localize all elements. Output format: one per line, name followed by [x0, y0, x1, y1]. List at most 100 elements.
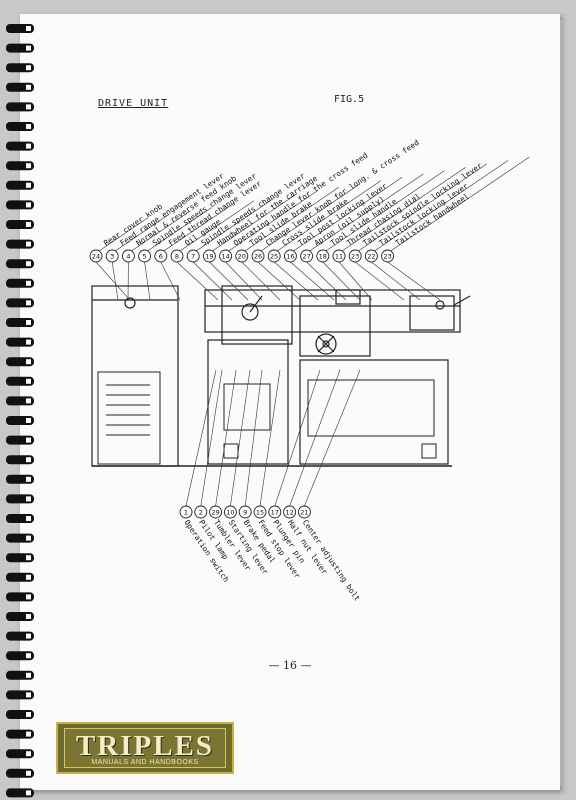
callout-circle — [267, 249, 281, 263]
callout-circle — [253, 505, 267, 519]
callout-number: 27 — [302, 252, 310, 260]
callout-circle — [202, 249, 216, 263]
callout-number: 8 — [175, 252, 179, 260]
binding-hole — [26, 26, 31, 31]
callout-number: 20 — [238, 252, 246, 260]
binding-hole — [26, 614, 31, 619]
binding-hole — [26, 555, 31, 561]
callout-number: 17 — [271, 508, 279, 516]
callout-number: 15 — [256, 508, 264, 516]
rear-cover-knob — [124, 297, 136, 309]
callout-number: 5 — [143, 252, 147, 260]
callout-number: 11 — [335, 252, 343, 260]
callout-circle — [179, 505, 193, 519]
binding-hole — [26, 633, 31, 639]
callout-circle — [219, 249, 233, 263]
binding-hole — [26, 418, 31, 423]
callout-circle — [297, 505, 311, 519]
callout-circle — [154, 249, 168, 263]
callout-number: 29 — [211, 508, 219, 516]
manual-page: DRIVE UNIT FIG.5 — 16 — — [20, 14, 560, 790]
callout-number: 7 — [191, 252, 195, 260]
binding-hole — [26, 45, 31, 51]
page-number: — 16 — — [268, 659, 312, 672]
figure-label: FIG.5 — [334, 94, 365, 105]
binding-hole — [26, 202, 31, 208]
binding-hole — [26, 594, 31, 600]
callout-circle — [251, 249, 265, 263]
callout-circle — [283, 249, 297, 263]
binding-hole — [26, 104, 31, 110]
tool-post — [335, 289, 361, 305]
callout-circle — [238, 505, 252, 519]
binding-hole — [26, 398, 31, 404]
callout-number: 23 — [351, 252, 359, 260]
carriage-handwheel — [315, 333, 337, 355]
binding-hole — [26, 280, 31, 286]
callout-number: 6 — [159, 252, 163, 260]
binding-hole — [26, 124, 31, 129]
callout-number: 22 — [367, 252, 375, 260]
binding-hole — [26, 790, 31, 796]
binding-hole — [26, 653, 31, 659]
spiral-binding — [6, 24, 34, 798]
right-cabinet — [299, 359, 449, 465]
binding-hole — [26, 672, 31, 678]
tailstock — [409, 295, 455, 331]
callout-circle — [223, 505, 237, 519]
callout-number: 3 — [110, 252, 114, 260]
callout-number: 16 — [286, 252, 294, 260]
binding-hole — [26, 731, 31, 737]
binding-hole — [26, 143, 31, 149]
logo-panel: TRIPLES MANUALS AND HANDBOOKS — [64, 728, 226, 768]
lathe-illustration — [91, 285, 471, 467]
callout-number: 10 — [226, 508, 234, 516]
callout-circle — [283, 505, 297, 519]
callout-number: 19 — [205, 252, 213, 260]
binding-hole — [26, 457, 31, 463]
binding-hole — [26, 241, 31, 247]
callout-number: 25 — [270, 252, 278, 260]
triples-logo: TRIPLES MANUALS AND HANDBOOKS — [56, 722, 234, 774]
callout-circle — [364, 249, 378, 263]
carriage-apron — [299, 295, 371, 357]
logo-tagline: MANUALS AND HANDBOOKS — [91, 759, 199, 766]
binding-hole — [26, 692, 31, 698]
callout-number: 26 — [254, 252, 262, 260]
binding-hole — [26, 378, 31, 384]
binding-hole — [26, 339, 31, 345]
callout-number: 21 — [300, 508, 308, 516]
binding-hole — [26, 516, 31, 521]
binding-hole — [26, 182, 31, 188]
callout-circle — [138, 249, 152, 263]
callout-number: 2 — [199, 508, 203, 516]
binding-hole — [26, 163, 31, 169]
binding-hole — [26, 476, 31, 482]
callout-number: 9 — [243, 508, 247, 516]
drive-cabinet — [207, 339, 289, 465]
binding-hole — [26, 751, 31, 757]
binding-hole — [26, 359, 31, 365]
callout-number: 12 — [285, 508, 293, 516]
binding-hole — [26, 712, 31, 717]
binding-hole — [26, 574, 31, 580]
binding-hole — [26, 84, 31, 90]
callout-number: 24 — [92, 252, 100, 260]
gearbox — [221, 285, 293, 345]
binding-hole — [26, 65, 31, 71]
callout-circle — [381, 249, 395, 263]
headstock-panel — [97, 371, 161, 465]
logo-name: TRIPLES — [75, 730, 215, 762]
callout-label: Center adjusting bolt — [301, 518, 362, 603]
binding-hole — [26, 770, 31, 776]
callout-number: 18 — [319, 252, 327, 260]
callout-number: 4 — [126, 252, 130, 260]
callout-circle — [316, 249, 330, 263]
callout-circle — [194, 505, 208, 519]
callout-circle — [235, 249, 249, 263]
callout-circle — [170, 249, 184, 263]
binding-hole — [26, 320, 31, 325]
binding-hole — [26, 300, 31, 306]
